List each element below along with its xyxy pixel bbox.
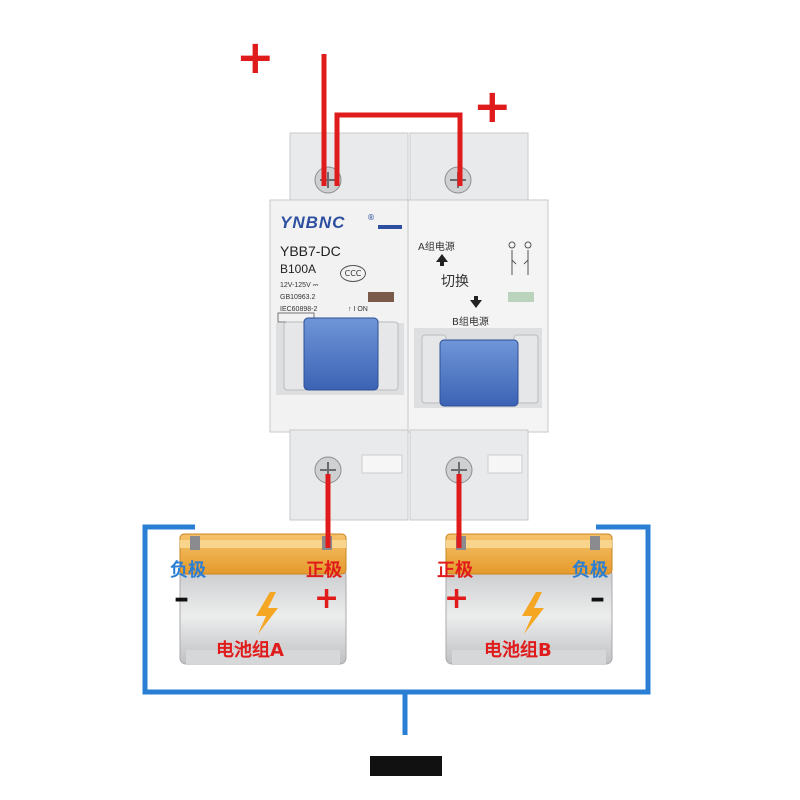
top-terminal-block-left	[289, 132, 409, 206]
bottom-terminal-block-left	[289, 429, 409, 521]
standard-gb-label: GB10963.2	[280, 294, 316, 301]
battery-b-negative-label: 负极	[572, 560, 608, 581]
battery-b	[445, 533, 613, 665]
arrow-up-icon	[436, 254, 448, 266]
source-b-label: B组电源	[452, 317, 489, 328]
lightning-icon	[522, 592, 544, 634]
brand-logo: YNBNC	[280, 213, 346, 232]
ccc-cert-mark: CCC	[340, 265, 366, 282]
top-terminal-block-right	[409, 132, 529, 206]
battery-a-positive-label: 正极	[306, 560, 342, 581]
arrow-down-icon	[470, 296, 482, 308]
negative-wire	[142, 524, 651, 735]
ground-bar	[370, 756, 442, 776]
registered-mark: ®	[367, 213, 375, 222]
lightning-icon	[256, 592, 278, 634]
standard-iec-label: IEC60898-2	[280, 306, 318, 313]
source-a-label: A组电源	[418, 242, 455, 253]
battery-b-positive-label: 正极	[437, 560, 473, 581]
on-label: ↑ I ON	[348, 306, 368, 313]
battery-b-name: 电池组B	[484, 640, 552, 661]
battery-a-positive-symbol: +	[314, 581, 340, 616]
rating-label: B100A	[280, 262, 317, 276]
circuit-breaker	[269, 132, 549, 521]
battery-b-positive-symbol: +	[444, 581, 470, 616]
battery-a-negative-label: 负极	[170, 560, 206, 581]
top-right-positive-sign: +	[473, 79, 512, 133]
trip-indicator-left	[368, 292, 394, 302]
trip-indicator-right	[508, 292, 534, 302]
top-left-positive-sign: +	[236, 30, 275, 84]
battery-a-negative-symbol: –	[174, 581, 189, 616]
breaker-left-pole	[269, 199, 409, 433]
battery-a-name: 电池组A	[216, 640, 284, 661]
battery-a	[179, 533, 347, 665]
battery-b-negative-symbol: –	[590, 581, 605, 616]
breaker-handle-left[interactable]	[283, 317, 399, 391]
breaker-handle-right[interactable]	[421, 334, 539, 407]
model-label: YBB7-DC	[280, 243, 341, 259]
voltage-label: 12V-125V ⎓	[280, 282, 319, 289]
schematic-icon	[508, 241, 532, 275]
positive-wire	[321, 54, 463, 548]
switch-label: 切换	[441, 274, 469, 290]
brand-underline	[378, 225, 402, 229]
